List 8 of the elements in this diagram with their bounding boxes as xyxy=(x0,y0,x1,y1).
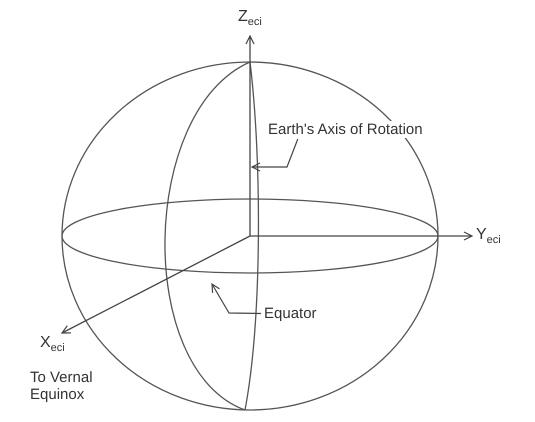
axis-label: Y$_{eci}$ xyxy=(476,226,501,248)
axis-label: Z$_{eci}$ xyxy=(238,8,262,30)
leader-line xyxy=(251,138,298,172)
callout-text: Earth's Axis of Rotation xyxy=(266,121,425,138)
axis-label: X$_{eci}$ xyxy=(40,334,65,356)
leader-line xyxy=(211,283,262,314)
axis-caption: To Vernal Equinox xyxy=(30,369,94,403)
callout-text: Equator xyxy=(262,305,319,322)
